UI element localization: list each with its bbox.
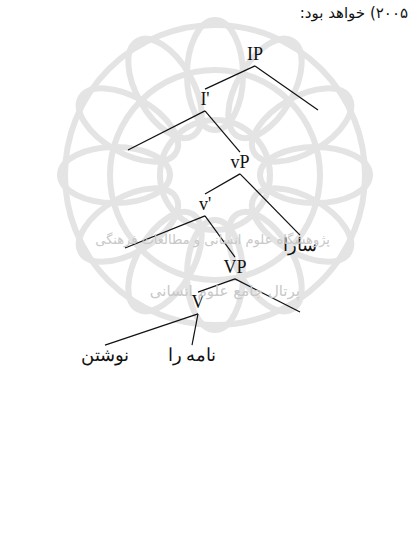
tree-branch [205,174,240,194]
tree-branch [105,314,198,345]
tree-branch [205,66,255,89]
text-line: ۲۰۰۵) خواهد بود: [300,4,408,22]
node-label: v' [199,194,211,214]
node-label: نوشتن [81,345,129,365]
node-label: I' [200,89,209,109]
tree-node: vP [228,152,251,174]
tree-branch [192,314,198,345]
empty-branch [255,66,318,110]
watermark-text: پرتال جامع علوم انسانی [150,282,300,300]
node-label: vP [230,152,249,172]
tree-node: VP [221,257,248,279]
tree-node: IP [245,44,265,66]
tree-node: I' [198,89,211,111]
node-label: نامه را [168,345,217,365]
node-label: VP [223,257,246,277]
node-label: IP [247,44,263,64]
tree-node: v' [197,194,213,216]
tree-branch [205,111,240,152]
watermark-text: پژوهشگاه علوم انسانی و مطالعات فرهنگی [95,232,330,247]
empty-branch [128,111,205,150]
tree-branch [240,174,300,235]
tree-node: نوشتن [79,345,131,367]
tree-node: نامه را [166,345,219,367]
